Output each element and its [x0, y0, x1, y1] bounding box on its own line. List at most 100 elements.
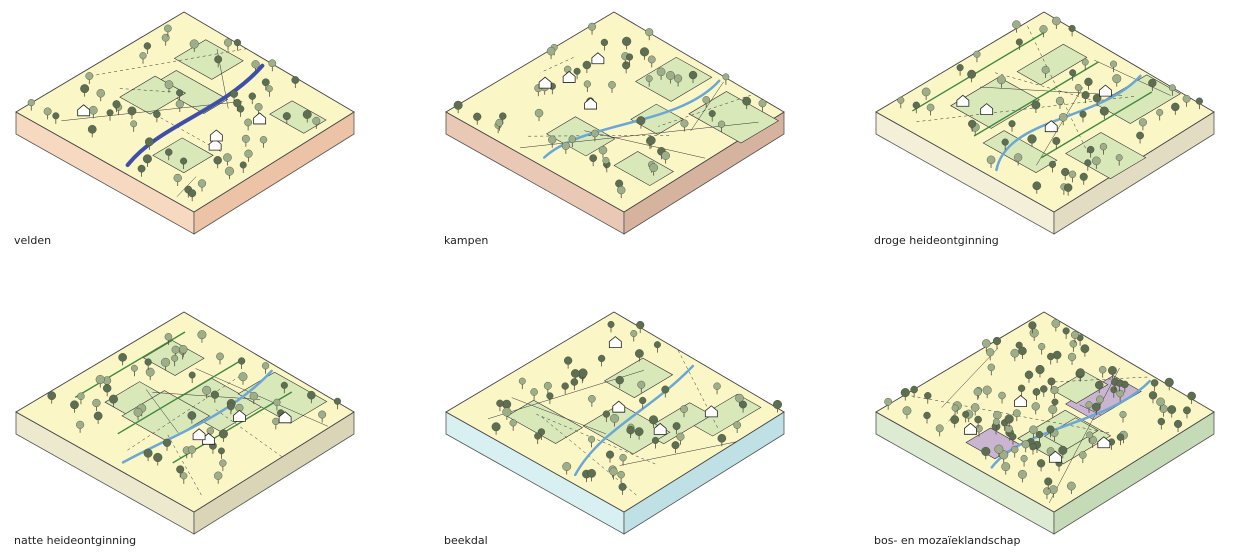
- tree-crown: [206, 427, 215, 435]
- tree-crown: [197, 330, 207, 340]
- house-icon: [562, 70, 576, 83]
- tree-crown: [651, 436, 659, 444]
- tree-crown: [241, 134, 250, 143]
- tree-crown: [615, 375, 624, 385]
- tree-crown: [1043, 487, 1051, 495]
- tree-crown: [772, 399, 782, 409]
- tree-crown: [739, 400, 747, 409]
- tree-crown: [573, 67, 581, 75]
- tree-crown: [607, 320, 615, 328]
- tree-crown: [588, 435, 596, 443]
- tree-crown: [1173, 419, 1183, 428]
- panel-velden: velden: [14, 0, 394, 260]
- stream-line: [573, 364, 695, 477]
- parcel-line: [1094, 59, 1171, 96]
- tree-crown: [47, 391, 57, 401]
- tree-crown: [996, 75, 1006, 85]
- tree-crown: [742, 96, 752, 106]
- tree-crown: [333, 397, 341, 405]
- panel-droge-heideontginning: droge heideontginning: [874, 0, 1234, 260]
- tree-crown: [162, 438, 172, 447]
- tree-crown: [176, 465, 185, 474]
- house-icon: [964, 422, 977, 435]
- field-patch: [269, 100, 327, 134]
- tree-crown: [986, 348, 995, 357]
- house-icon: [1048, 450, 1062, 463]
- tree-crown: [1048, 160, 1057, 168]
- tree-crown: [238, 372, 248, 382]
- tree-crown: [582, 60, 592, 70]
- tree-crown: [1012, 20, 1021, 29]
- tree-crown: [180, 472, 188, 480]
- tree-crown: [92, 398, 101, 408]
- tree-crown: [218, 447, 225, 455]
- tree-crown: [239, 161, 247, 169]
- tree-crown: [1032, 388, 1041, 396]
- tree-crown: [618, 482, 627, 491]
- tree-crown: [93, 411, 103, 421]
- caption-velden: velden: [14, 234, 52, 247]
- tree-crown: [218, 429, 228, 439]
- tree-crown: [1138, 118, 1147, 127]
- house-icon: [208, 138, 222, 151]
- block-top: [875, 11, 1215, 213]
- tree-crown: [1092, 156, 1101, 166]
- tree-crown: [171, 345, 180, 354]
- field-patch: [603, 357, 674, 398]
- tree-crown: [982, 339, 991, 348]
- tree-crown: [259, 136, 268, 144]
- tree-crown: [189, 39, 199, 49]
- tree-crown: [223, 38, 233, 47]
- stream-line: [995, 74, 1142, 172]
- tree-crown: [153, 110, 161, 118]
- field-patch: [1065, 132, 1147, 180]
- tree-crown: [1017, 384, 1026, 392]
- tree-crown: [89, 105, 98, 115]
- house-icon: [1044, 120, 1058, 133]
- tree-crown: [261, 78, 270, 87]
- tree-crown: [897, 96, 905, 104]
- tree-crown: [144, 137, 154, 147]
- tree-crown: [639, 396, 647, 405]
- tree-crown: [717, 433, 727, 443]
- tree-crown: [648, 415, 659, 425]
- tree-crown: [202, 385, 212, 395]
- tree-crown: [1171, 102, 1180, 112]
- tree-crown: [225, 166, 234, 176]
- parcel-line: [119, 88, 172, 93]
- tree-crown: [630, 330, 638, 338]
- stream-line: [543, 79, 721, 159]
- tree-crown: [1195, 97, 1203, 105]
- tree-crown: [165, 148, 173, 156]
- tree-crown: [188, 371, 196, 379]
- tree-crown: [708, 110, 716, 118]
- tree-crown: [453, 100, 463, 110]
- tree-crown: [968, 119, 977, 128]
- tree-crown: [491, 422, 501, 432]
- tree-crown: [106, 109, 114, 117]
- house-icon: [1014, 394, 1027, 407]
- tree-crown: [967, 69, 977, 79]
- tree-crown: [1156, 397, 1165, 407]
- tree-crown: [636, 116, 646, 126]
- tree-crown: [109, 394, 118, 404]
- tree-crown: [1011, 445, 1019, 454]
- tree-crown: [1182, 94, 1191, 103]
- tree-crown: [1148, 78, 1157, 88]
- tree-crown: [130, 364, 138, 372]
- tree-crown: [1051, 319, 1061, 328]
- tree-crown: [233, 98, 242, 108]
- tree-crown: [1099, 143, 1108, 151]
- tree-crown: [1112, 74, 1122, 84]
- tree-crown: [76, 420, 85, 429]
- tree-crown: [600, 38, 609, 47]
- house-icon: [980, 103, 994, 116]
- tree-crown: [102, 384, 112, 393]
- tree-crown: [1067, 352, 1077, 362]
- tree-crown: [291, 76, 300, 84]
- tree-crown: [589, 154, 598, 163]
- tree-crown: [273, 398, 281, 406]
- tree-crown: [210, 390, 219, 399]
- parcel-line: [658, 95, 751, 127]
- tree-crown: [52, 112, 60, 120]
